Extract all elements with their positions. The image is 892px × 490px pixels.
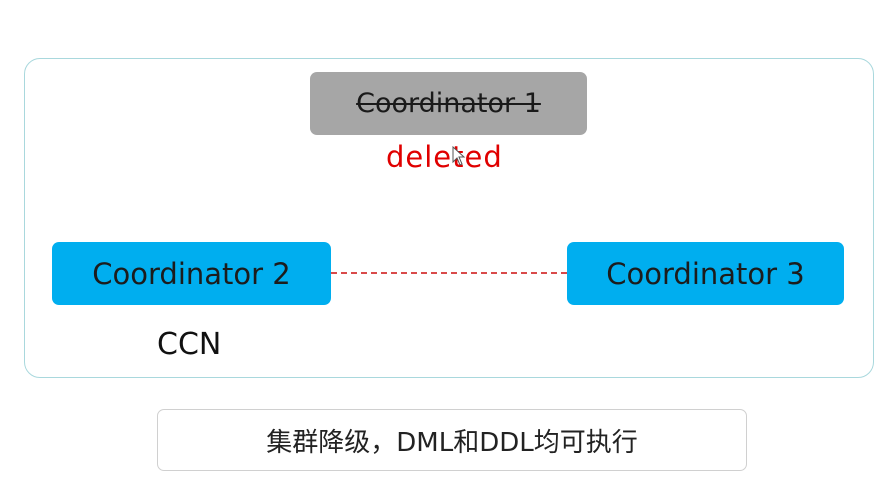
- coordinator-1-label: Coordinator 1: [356, 88, 541, 119]
- deleted-label: deleted: [386, 140, 503, 174]
- coordinator-link-line: [331, 272, 567, 274]
- caption-box: 集群降级，DML和DDL均可执行: [157, 409, 747, 471]
- coordinator-3-label: Coordinator 3: [606, 256, 805, 291]
- coordinator-3-node: Coordinator 3: [567, 242, 844, 305]
- cursor-icon: [452, 146, 466, 166]
- coordinator-2-label: Coordinator 2: [92, 256, 291, 291]
- coordinator-1-node: Coordinator 1: [310, 72, 587, 135]
- coordinator-2-node: Coordinator 2: [52, 242, 331, 305]
- caption-text: 集群降级，DML和DDL均可执行: [266, 427, 638, 458]
- ccn-label: CCN: [157, 327, 222, 362]
